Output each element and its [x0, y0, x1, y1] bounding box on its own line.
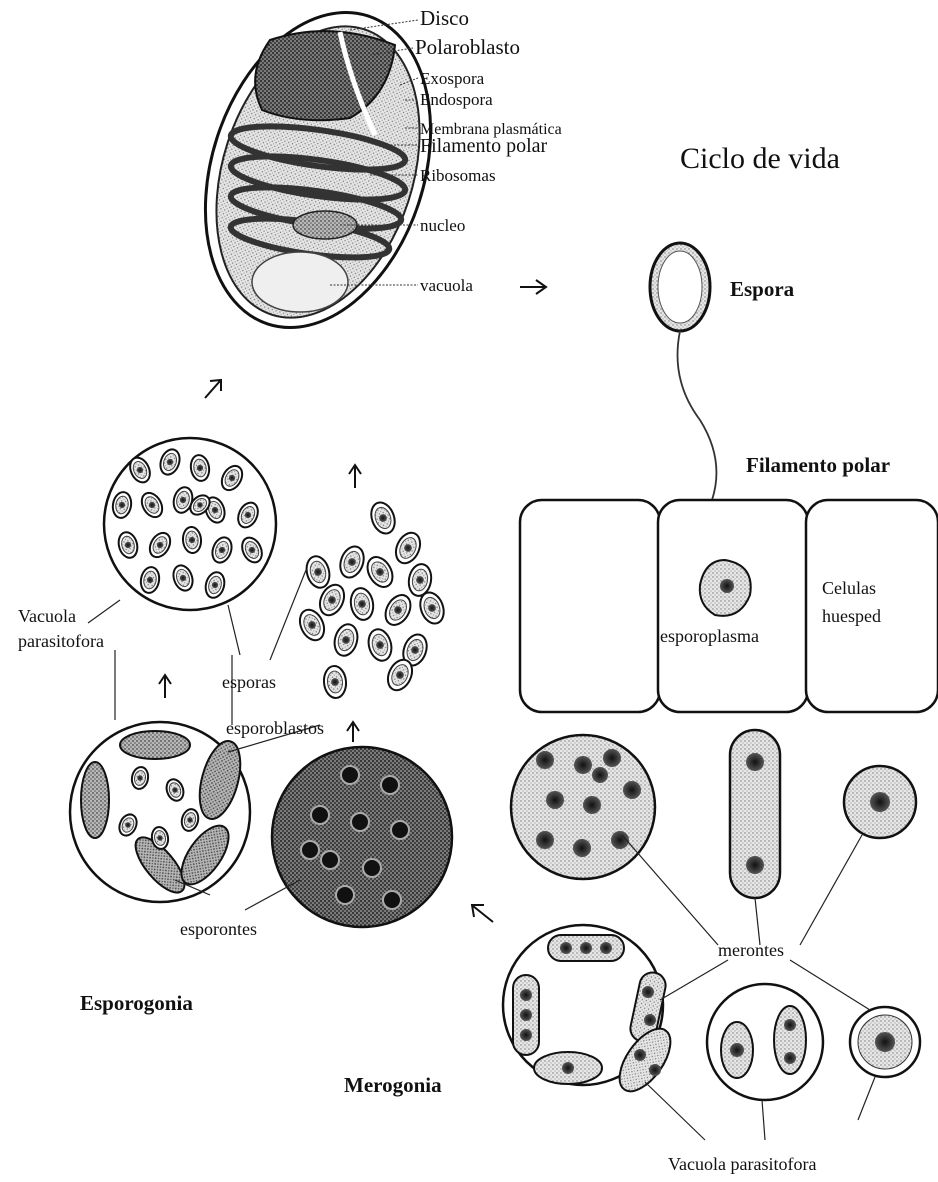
label-polaroblasto: Polaroblasto [415, 35, 520, 59]
label-exospora: Exospora [420, 69, 485, 88]
diagram-title: Ciclo de vida [680, 142, 840, 175]
sporont-nucleus [391, 821, 409, 839]
label-esporas: esporas [222, 672, 276, 692]
spore [336, 543, 368, 581]
meront-large-cell [511, 735, 655, 879]
label-esporogonia: Esporogonia [80, 991, 193, 1015]
posterior-vacuole [252, 252, 348, 312]
label-esporontes: esporontes [180, 919, 257, 939]
spore [365, 627, 395, 664]
label-filamento: Filamento polar [420, 135, 548, 157]
sporont-nucleus [363, 859, 381, 877]
arrow-to-spore [520, 280, 546, 294]
sporont-nucleus [301, 841, 319, 859]
label-parasitofora-left: parasitofora [18, 631, 104, 651]
sporont-nucleus [381, 776, 399, 794]
spore [331, 622, 361, 659]
label-celulas: Celulas [822, 578, 876, 598]
spore [391, 529, 424, 567]
sporoblast-cell [70, 722, 250, 902]
meront-round-cell [850, 1007, 920, 1077]
sporont-nucleus [383, 891, 401, 909]
label-espora: Espora [730, 277, 795, 301]
label-vacuola-left: Vacuola [18, 606, 76, 626]
arrow-up-esporas [349, 465, 361, 488]
sporont-nucleus [311, 806, 329, 824]
meront-elongated [730, 730, 780, 898]
label-filamento-polar: Filamento polar [746, 453, 890, 477]
free-spores [295, 499, 448, 699]
arrow-up-left [205, 380, 221, 398]
spore-filled-vacuole [104, 438, 276, 610]
label-vacuola: vacuola [420, 276, 473, 295]
label-esporoblastos: esporoblastos [226, 718, 324, 738]
spore [348, 586, 375, 621]
sporont [120, 731, 190, 759]
label-esporoplasma: esporoplasma [660, 626, 759, 646]
label-vacuola-parasitofora-bottom: Vacuola parasitofora [668, 1154, 816, 1174]
host-cell-1 [520, 500, 660, 712]
spore [362, 553, 397, 592]
sporont-dark-cell [272, 747, 452, 927]
meront-dividing-cell [707, 984, 823, 1100]
arrow-up-esporoblastos [347, 722, 359, 742]
spore [323, 665, 348, 699]
mature-spore: Disco Polaroblasto Exospora Endospora Me… [167, 0, 562, 357]
sporont-nucleus [351, 813, 369, 831]
label-disco: Disco [420, 6, 469, 30]
arrow-to-esporogonia [472, 905, 493, 922]
label-endospora: Endospora [420, 90, 493, 109]
label-merontes: merontes [718, 940, 784, 960]
spore [367, 499, 399, 537]
sporont-nucleus [321, 851, 339, 869]
meront-vacuole-cell [503, 925, 680, 1100]
sporont-nucleus [336, 886, 354, 904]
label-ribosomas: Ribosomas [420, 166, 496, 185]
arrow-up-vacuola [159, 675, 171, 698]
sporont-nucleus [341, 766, 359, 784]
sporoplasm [700, 560, 751, 616]
sporont [81, 762, 109, 838]
spore [380, 591, 415, 630]
label-merogonia: Merogonia [344, 1073, 442, 1097]
spore [303, 554, 333, 591]
label-nucleo: nucleo [420, 216, 465, 235]
label-huesped: huesped [822, 606, 881, 626]
meront-small [844, 766, 916, 838]
